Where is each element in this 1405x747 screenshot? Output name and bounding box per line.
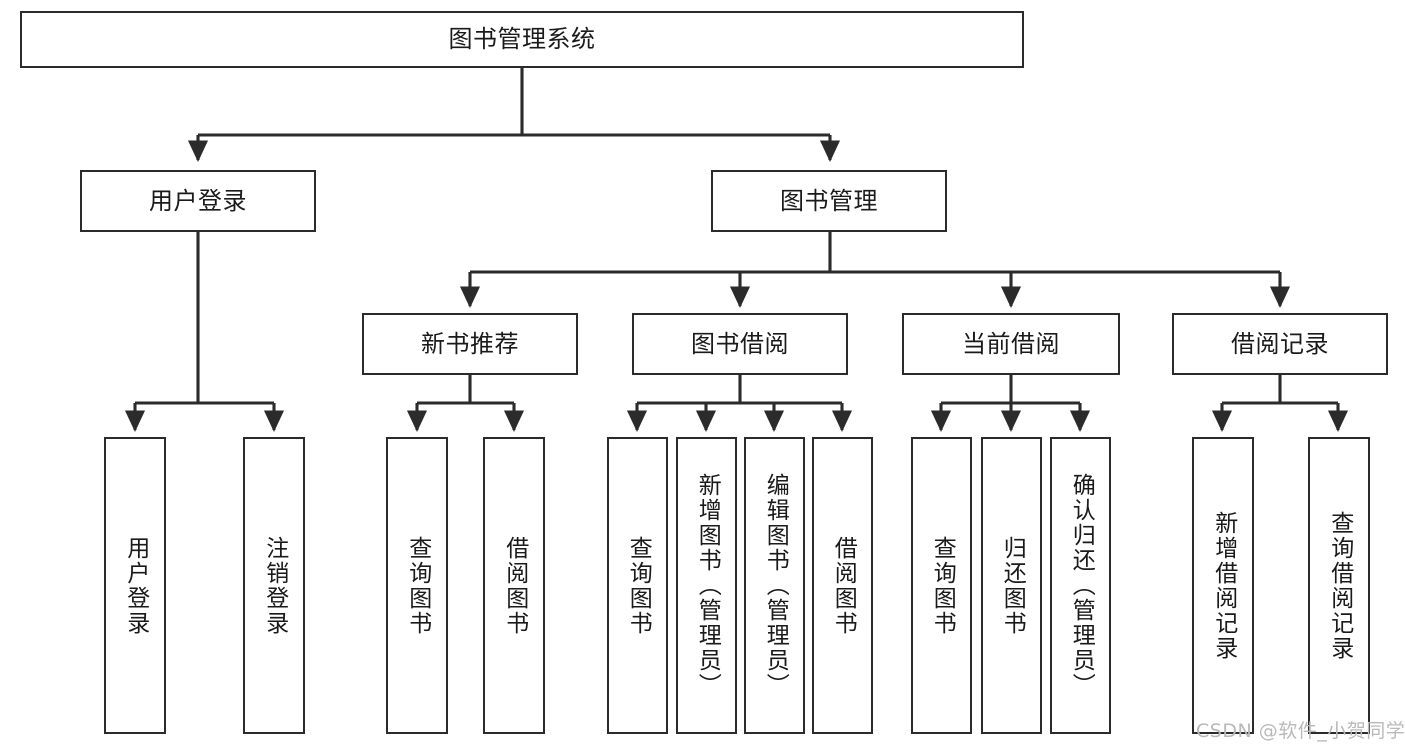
leaf-borrow-edit-book-admin[interactable]: 编辑图书（管理员） — [744, 437, 805, 734]
leaf-current-query-book[interactable]: 查询图书 — [911, 437, 972, 734]
watermark-text: CSDN @软件_小贺同学 — [1196, 720, 1405, 742]
node-label: 确认归还（管理员） — [1068, 473, 1095, 698]
node-borrow-record[interactable]: 借阅记录 — [1172, 313, 1388, 375]
node-label: 借阅图书 — [501, 535, 528, 636]
node-new-book-recommend[interactable]: 新书推荐 — [362, 313, 578, 375]
node-label: 图书管理系统 — [448, 25, 596, 54]
leaf-current-confirm-return-admin[interactable]: 确认归还（管理员） — [1050, 437, 1111, 734]
node-label: 用户登录 — [122, 535, 149, 636]
leaf-user-login-login[interactable]: 用户登录 — [104, 437, 166, 734]
leaf-new-book-borrow[interactable]: 借阅图书 — [483, 437, 545, 734]
node-book-borrow[interactable]: 图书借阅 — [632, 313, 848, 375]
node-label: 查询图书 — [929, 535, 956, 636]
node-user-login[interactable]: 用户登录 — [80, 170, 316, 232]
leaf-current-return-book[interactable]: 归还图书 — [981, 437, 1042, 734]
node-label: 新增借阅记录 — [1210, 510, 1237, 661]
node-label: 查询借阅记录 — [1326, 510, 1353, 661]
node-label: 借阅记录 — [1231, 329, 1329, 358]
node-label: 查询图书 — [404, 535, 431, 636]
node-label: 新书推荐 — [421, 329, 519, 358]
node-label: 编辑图书（管理员） — [762, 473, 789, 698]
leaf-new-book-query[interactable]: 查询图书 — [386, 437, 448, 734]
leaf-record-query-record[interactable]: 查询借阅记录 — [1308, 437, 1370, 734]
node-label: 注销登录 — [261, 535, 288, 636]
node-label: 查询图书 — [625, 535, 652, 636]
node-book-management[interactable]: 图书管理 — [711, 170, 947, 232]
node-label: 当前借阅 — [962, 329, 1060, 358]
leaf-user-login-logout[interactable]: 注销登录 — [243, 437, 305, 734]
leaf-borrow-add-book-admin[interactable]: 新增图书（管理员） — [676, 437, 737, 734]
node-current-borrow[interactable]: 当前借阅 — [902, 313, 1120, 375]
node-label: 图书管理 — [780, 186, 878, 215]
node-label: 图书借阅 — [691, 329, 789, 358]
leaf-record-add-record[interactable]: 新增借阅记录 — [1192, 437, 1254, 734]
leaf-borrow-borrow-book[interactable]: 借阅图书 — [812, 437, 873, 734]
node-label: 新增图书（管理员） — [694, 473, 721, 698]
leaf-borrow-query-book[interactable]: 查询图书 — [607, 437, 668, 734]
node-label: 用户登录 — [149, 186, 247, 215]
node-label: 归还图书 — [999, 535, 1026, 636]
node-label: 借阅图书 — [830, 535, 857, 636]
node-root-system[interactable]: 图书管理系统 — [20, 11, 1024, 68]
